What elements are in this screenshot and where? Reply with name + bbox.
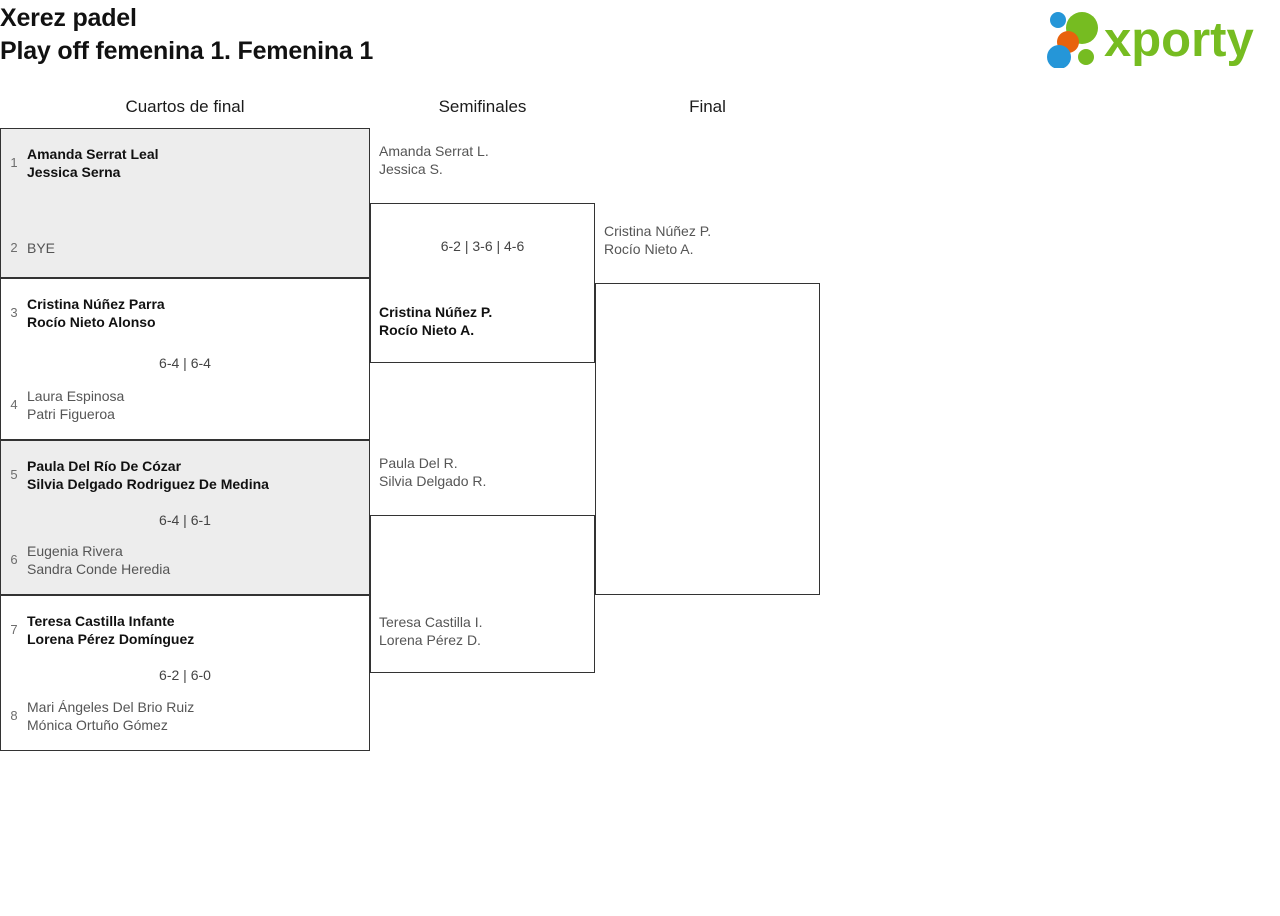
round-header-quarterfinals: Cuartos de final	[125, 97, 245, 116]
match-qf1[interactable]: 1 Amanda Serrat Leal Jessica Serna 2 BYE	[0, 128, 370, 278]
xporty-logo[interactable]: xporty	[1046, 6, 1274, 68]
match-sf1-score: 6-2 | 3-6 | 4-6	[440, 238, 525, 254]
match-qf3-slot-top[interactable]: 5 Paula Del Río De Cózar Silvia Delgado …	[1, 449, 369, 501]
match-sf2[interactable]: Paula Del R. Silvia Delgado R. Teresa Ca…	[370, 455, 595, 673]
page-header: Xerez padel Play off femenina 1. Femenin…	[0, 0, 1280, 80]
svg-text:xporty: xporty	[1104, 13, 1254, 67]
match-qf2-slot-top[interactable]: 3 Cristina Núñez Parra Rocío Nieto Alons…	[1, 287, 369, 339]
match-sf1[interactable]: Amanda Serrat L. Jessica S. 6-2 | 3-6 | …	[370, 143, 595, 363]
match-final[interactable]: Cristina Núñez P. Rocío Nieto A.	[595, 223, 820, 595]
team-names: Teresa Castilla Infante Lorena Pérez Dom…	[27, 613, 195, 647]
match-qf4-slot-top[interactable]: 7 Teresa Castilla Infante Lorena Pérez D…	[1, 604, 369, 656]
team-names: Cristina Núñez P. Rocío Nieto A.	[379, 304, 493, 338]
team-names: Amanda Serrat L. Jessica S.	[379, 143, 489, 177]
team-names: Laura Espinosa Patri Figueroa	[27, 388, 125, 422]
page-title: Xerez padel Play off femenina 1. Femenin…	[0, 2, 373, 68]
team-names: Cristina Núñez Parra Rocío Nieto Alonso	[27, 296, 165, 330]
round-header-final: Final	[689, 97, 726, 116]
match-sf2-slot-bottom[interactable]: Teresa Castilla I. Lorena Pérez D.	[371, 613, 594, 649]
match-qf1-slot-bottom[interactable]: 2 BYE	[1, 231, 369, 265]
team-names: Mari Ángeles Del Brio Ruiz Mónica Ortuño…	[27, 699, 195, 733]
seed-number: 1	[10, 155, 18, 170]
team-names: Cristina Núñez P. Rocío Nieto A.	[604, 223, 712, 257]
match-qf2[interactable]: 3 Cristina Núñez Parra Rocío Nieto Alons…	[0, 278, 370, 440]
seed-number: 5	[10, 467, 18, 482]
seed-number: 7	[10, 622, 18, 637]
match-qf1-slot-top[interactable]: 1 Amanda Serrat Leal Jessica Serna	[1, 137, 369, 189]
match-qf2-score: 6-4 | 6-4	[159, 355, 211, 371]
match-sf2-slot-top[interactable]: Paula Del R. Silvia Delgado R.	[371, 454, 594, 490]
match-final-slot-top[interactable]: Cristina Núñez P. Rocío Nieto A.	[596, 222, 819, 258]
seed-number: 6	[10, 552, 18, 567]
match-sf1-slot-bottom[interactable]: Cristina Núñez P. Rocío Nieto A.	[371, 303, 594, 339]
round-header-semifinals: Semifinales	[438, 97, 527, 116]
team-names: Amanda Serrat Leal Jessica Serna	[27, 146, 159, 180]
seed-number: 4	[10, 397, 18, 412]
seed-number: 8	[10, 708, 18, 723]
team-names: Teresa Castilla I. Lorena Pérez D.	[379, 614, 483, 648]
club-name: Xerez padel	[0, 4, 137, 32]
team-names: Eugenia Rivera Sandra Conde Heredia	[27, 543, 171, 577]
match-qf3[interactable]: 5 Paula Del Río De Cózar Silvia Delgado …	[0, 440, 370, 595]
match-qf4-score: 6-2 | 6-0	[159, 667, 211, 683]
match-qf2-slot-bottom[interactable]: 4 Laura Espinosa Patri Figueroa	[1, 379, 369, 431]
team-names: Paula Del R. Silvia Delgado R.	[379, 455, 487, 489]
seed-number: 2	[10, 240, 18, 255]
team-names: Paula Del Río De Cózar Silvia Delgado Ro…	[27, 458, 269, 492]
match-qf4[interactable]: 7 Teresa Castilla Infante Lorena Pérez D…	[0, 595, 370, 751]
tournament-name: Play off femenina 1. Femenina 1	[0, 37, 374, 65]
match-qf3-score: 6-4 | 6-1	[159, 512, 211, 528]
match-sf1-slot-top[interactable]: Amanda Serrat L. Jessica S.	[371, 142, 594, 178]
team-names: BYE	[27, 240, 56, 256]
match-qf4-slot-bottom[interactable]: 8 Mari Ángeles Del Brio Ruiz Mónica Ortu…	[1, 690, 369, 742]
seed-number: 3	[10, 305, 18, 320]
match-qf3-slot-bottom[interactable]: 6 Eugenia Rivera Sandra Conde Heredia	[1, 534, 369, 586]
